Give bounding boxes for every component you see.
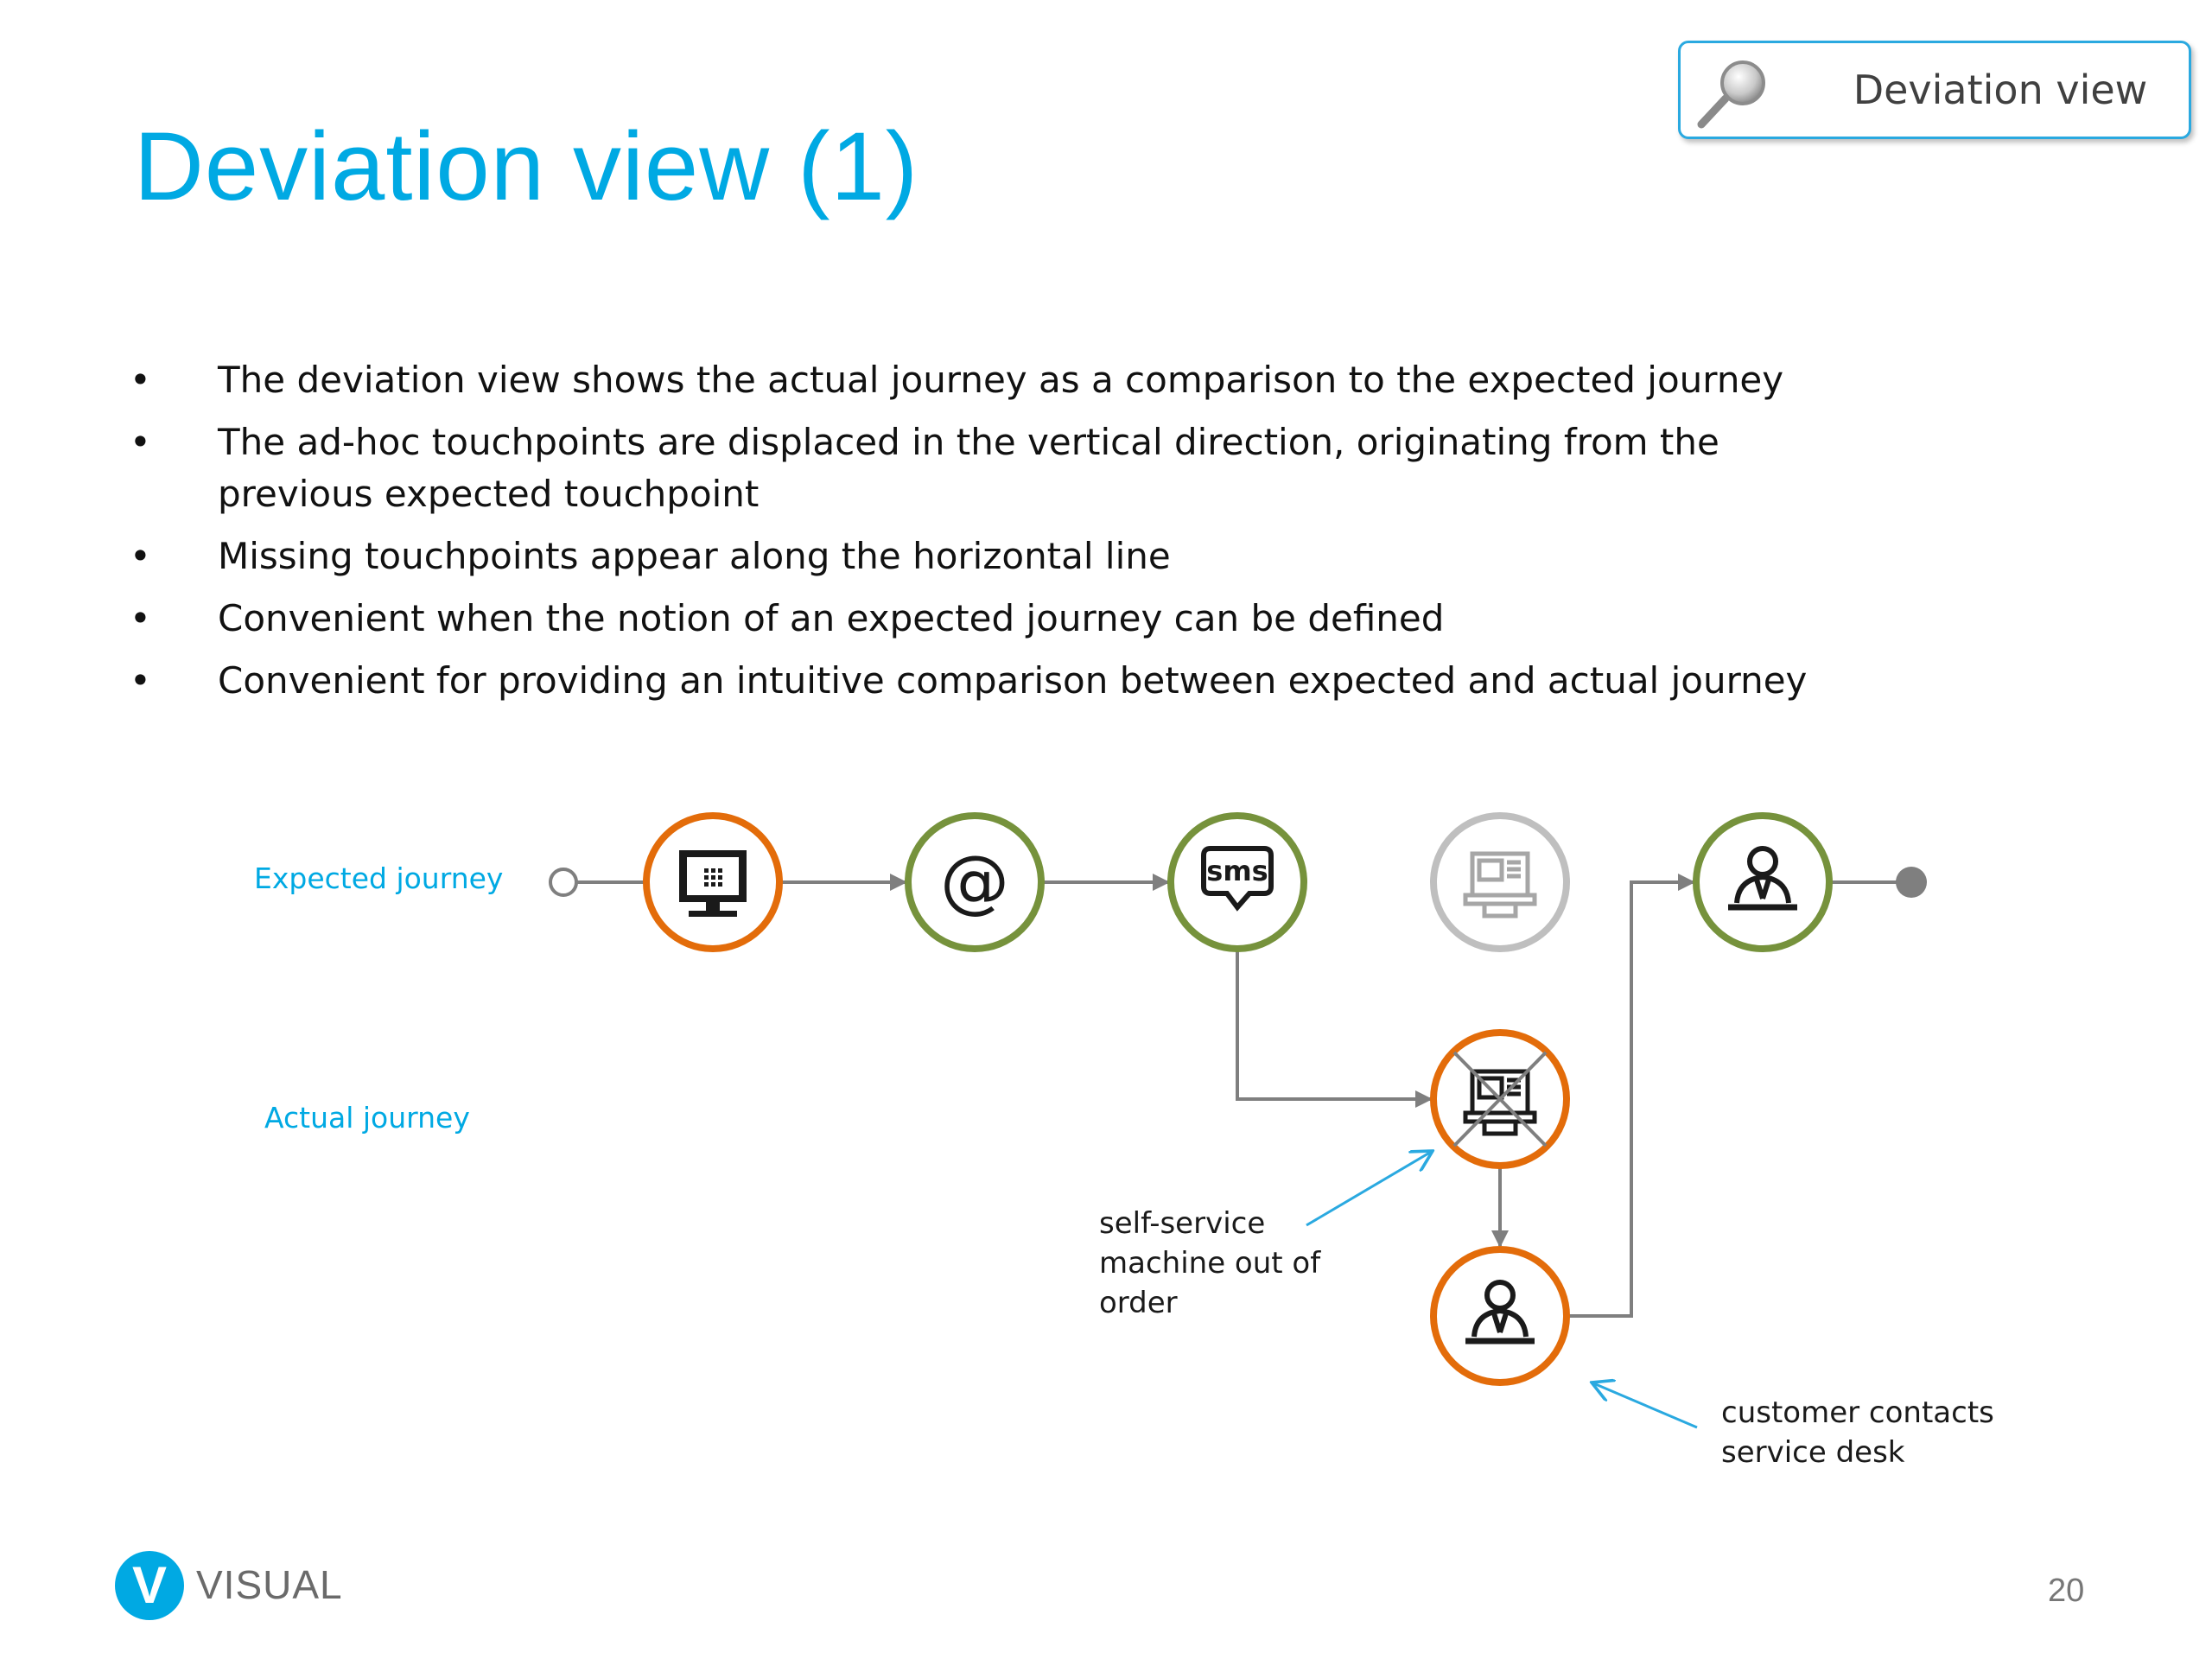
at-sign-icon: @: [940, 841, 1009, 921]
svg-text:customer contacts servic: customer contacts service desk: [1721, 1395, 2004, 1470]
bullet-dot: •: [130, 359, 151, 401]
annotation-contacts-service-desk: customer contacts service desk: [1592, 1382, 2004, 1470]
touchpoint-sms: sms: [1167, 812, 1307, 952]
bullet-dot: •: [130, 597, 151, 639]
deviation-view-badge: Deviation view: [1678, 41, 2191, 139]
touchpoint-web: [643, 812, 783, 952]
annotation-line: self-service: [1099, 1206, 1265, 1241]
annotation-line: machine out of: [1099, 1246, 1321, 1281]
annotation-machine-out-of-order: self-service machine out of order: [1099, 1151, 1433, 1320]
journey-diagram: Expected journey Actual journey @: [254, 812, 2004, 1470]
bullet-list: •The deviation view shows the actual jou…: [130, 354, 1858, 717]
bullet-item: •Convenient for providing an intuitive c…: [130, 655, 1858, 707]
annotation-arrow: [1306, 1151, 1433, 1227]
bullet-item: •Missing touchpoints appear along the ho…: [130, 531, 1858, 582]
bullet-dot: •: [130, 659, 151, 702]
journey-end-node: [1896, 867, 1927, 898]
journey-start-node: [549, 868, 578, 897]
bullet-dot: •: [130, 421, 151, 463]
touchpoint-service-desk-adhoc: [1430, 1246, 1570, 1386]
sms-text: sms: [1206, 855, 1268, 887]
annotation-arrow: [1592, 1382, 1698, 1429]
annotation-line: customer contacts: [1721, 1395, 1994, 1430]
badge-label: Deviation view: [1853, 67, 2148, 113]
bullet-item: •The ad-hoc touchpoints are displaced in…: [130, 416, 1858, 520]
actual-journey-label: Actual journey: [264, 1101, 470, 1135]
logo-word: VISUAL: [196, 1562, 343, 1607]
monitor-icon: [679, 850, 747, 917]
svg-text:self-service machine out: self-service machine out of order: [1099, 1206, 1330, 1320]
person-desk-icon: [1465, 1280, 1535, 1344]
kiosk-crossed-icon: [1452, 1051, 1548, 1147]
cross-line: [1452, 1051, 1548, 1147]
logo-mark: V: [115, 1551, 184, 1620]
connector-desk-expected: [1569, 874, 1695, 1318]
bullet-item: •Convenient when the notion of an expect…: [130, 593, 1858, 645]
annotation-line: service desk: [1721, 1435, 1905, 1470]
touchpoint-service-desk: [1693, 812, 1833, 952]
connectors: [549, 867, 1927, 1318]
touchpoint-email: @: [905, 812, 1045, 952]
touchpoint-kiosk-missing: [1430, 812, 1570, 952]
person-desk-icon: [1728, 846, 1797, 911]
kiosk-icon: [1463, 851, 1537, 918]
slide-title: Deviation view (1): [134, 112, 919, 220]
page-number: 20: [2048, 1573, 2085, 1609]
bullet-item: •The deviation view shows the actual jou…: [130, 354, 1858, 406]
touchpoint-kiosk-failed: [1430, 1029, 1570, 1169]
connector-sms-kiosk: [1236, 951, 1433, 1108]
sms-bubble-icon: sms: [1201, 846, 1274, 912]
annotation-line: order: [1099, 1286, 1178, 1320]
bullet-dot: •: [130, 535, 151, 577]
magnifier-icon: [1697, 60, 1765, 129]
expected-journey-label: Expected journey: [254, 861, 503, 895]
